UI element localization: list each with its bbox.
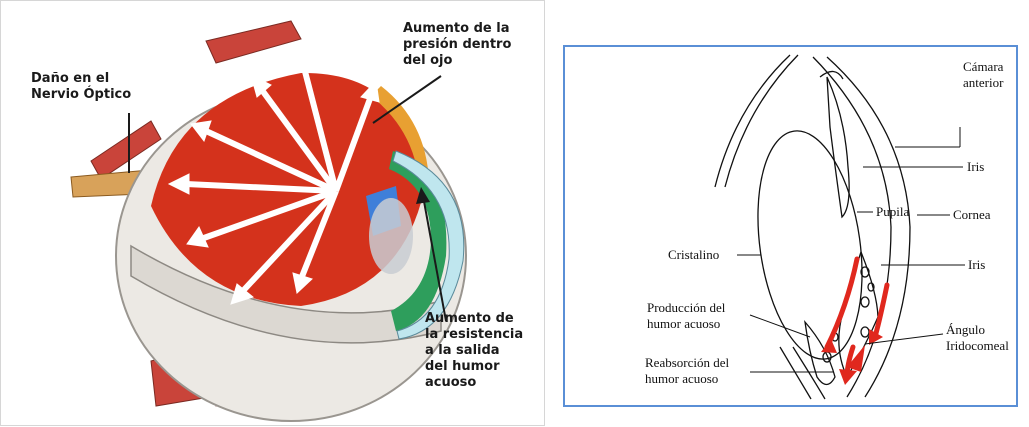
anterior-segment-diagram: Cámara anterior Iris Pupila Cornea Crist…	[563, 45, 1018, 407]
label-iris-top: Iris	[967, 159, 984, 175]
label-cornea: Cornea	[953, 207, 991, 223]
label-iris-bottom: Iris	[968, 257, 985, 273]
label-pressure-increase: Aumento de la presión dentro del ojo	[403, 21, 511, 69]
superior-muscle	[206, 21, 301, 63]
flow-arrowhead-3	[839, 369, 857, 385]
label-optic-nerve-damage: Daño en el Nervio Óptico	[31, 71, 131, 103]
lens	[744, 124, 875, 366]
ciliary-body	[805, 322, 835, 385]
sclera-line-2	[725, 55, 798, 187]
label-lens: Cristalino	[668, 247, 719, 263]
label-anterior-chamber: Cámara anterior	[963, 59, 1003, 91]
lower-wall-2	[780, 347, 811, 399]
label-aqueous-production: Producción del humor acuoso	[647, 300, 725, 332]
label-iridocorneal-angle: Ángulo Iridocomeal	[946, 322, 1009, 354]
glaucoma-eye-illustration: Daño en el Nervio Óptico Aumento de la p…	[0, 0, 545, 426]
iris-upper	[827, 77, 849, 217]
label-aqueous-reabsorption: Reabsorción del humor acuoso	[645, 355, 729, 387]
sclera-line-1	[715, 55, 790, 187]
lens-gray	[369, 198, 413, 274]
label-outflow-resistance: Aumento de la resistencia a la salida de…	[425, 311, 523, 391]
label-pupil: Pupila	[876, 204, 909, 220]
